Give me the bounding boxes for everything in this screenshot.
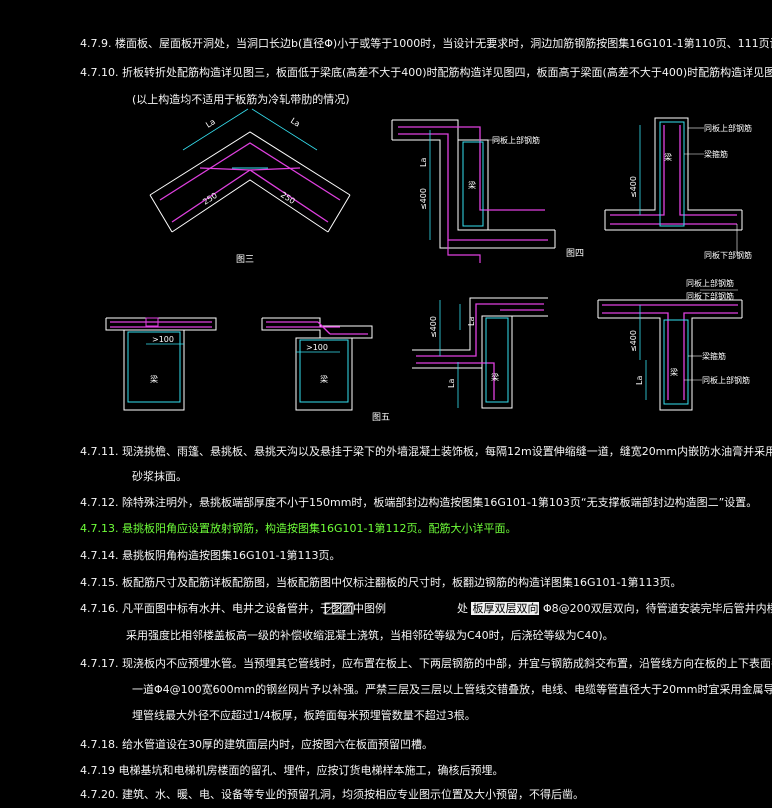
note-4-7-18: 4.7.18. 给水管道设在30厚的建筑面层内时，应按图六在板面预留凹槽。 [80,738,433,751]
fig5c-bar1 [416,303,544,357]
fig4a-hook [447,240,481,263]
fig3-slab-bottom [171,179,329,233]
figure-5-a: >100 梁 [105,317,217,411]
fig3-break-right [327,194,351,233]
note-4-7-17-cont2: 埋管线最大外径不应超过1/4板厚，板跨面每米预埋管数量不超过3根。 [132,709,476,722]
fig4a-dim: ≤400 [419,188,428,210]
fig5d-leader3: 梁箍筋 [702,351,726,361]
note-4-7-10-remark: (以上构造均不适用于板筋为冷轧带肋的情况) [132,93,350,106]
fig5c-beam [481,315,513,409]
note-4-7-12: 4.7.12. 除特殊注明外，悬挑板端部厚度不小于150mm时，板端部封边构造按… [80,496,758,509]
fig5d-bot-bar [602,312,669,400]
fig5d-stirrup [663,319,689,405]
fig5a-stirrup [127,331,181,403]
fig3-la-right: La [289,116,302,129]
note-4-7-13: 4.7.13. 悬挑板阳角应设置放射钢筋，构造按图集16G101-1第112页。… [80,522,517,535]
note-4-7-14: 4.7.14. 悬挑板阴角构造按图集16G101-1第113页。 [80,549,341,562]
fig4a-beam-label: 梁 [468,181,476,190]
fig5a-beam-label: 梁 [150,375,158,384]
note-4-7-16-a: 4.7.16. 凡平面图中标有水井、电井之设备管井，于图面中图例 [80,602,386,615]
note-4-7-11-cont: 砂浆抹面。 [132,470,187,483]
fig3-caption: 图三 [236,254,254,265]
note-4-7-16-cont: 采用强度比相邻楼盖板高一级的补偿收缩混凝土浇筑，当相邻砼等级为C40时，后浇砼等… [126,629,614,642]
fig4a-stirrup [462,141,484,227]
fig3-dim-250-right: 250 [279,190,297,206]
fig5b-stirrup [299,339,349,403]
figure-5-c: ≤400 La La 梁 [412,297,548,409]
fig4b-leader1: 同板上部钢筋 [704,123,752,133]
fig4a-top-bar [398,126,545,211]
fig4a-leader: 同板上部钢筋 [492,135,540,145]
note-4-7-16-c: Φ8@200双层双向，待管道安装完毕后管井内楼板(厚100mm) [542,602,772,615]
note-4-7-16: 4.7.16. 凡平面图中标有水井、电井之设备管井，于图面中图例 处 板厚双层双… [80,602,772,616]
legend-hatch-symbol [324,602,354,615]
note-4-7-9: 4.7.9. 楼面板、屋面板开洞处，当洞口长边b(直径Φ)小于或等于1000时，… [80,37,772,50]
note-4-7-19: 4.7.19 电梯基坑和电梯机房楼面的留孔、埋件，应按订货电梯样本施工，确核后预… [80,764,504,777]
note-4-7-17-cont1: 一道Φ4@100宽600mm的钢丝网片予以补强。严禁三层及三层以上管线交错叠放，… [132,683,772,696]
fig5d-la: La [635,376,644,385]
figure-4-right: ≤400 梁 同板上部钢筋 梁箍筋 同板下部钢筋 图四 [566,117,752,260]
fig3-dim-left [182,108,249,151]
fig4b-top-bar [610,125,665,216]
fig3-slab-top [149,131,351,196]
fig3-la-left: La [204,117,217,130]
fig3-break-left [149,194,173,233]
fig5d-beam: 梁 [670,368,678,377]
fig4b-beam: 梁 [664,153,672,162]
fig4b-top-bar-r [679,125,737,216]
figure-4-left: ≤400 La 同板上部钢筋 梁 [391,119,556,263]
fig4b-leader3: 同板下部钢筋 [704,250,752,260]
fig4-caption: 图四 [566,248,584,259]
fig4b-leader2: 梁箍筋 [704,149,728,159]
fig5d-leader1: 同板上部钢筋 [686,278,734,288]
fig5a-beam [123,329,185,411]
note-4-7-16-b: 处 [456,602,468,615]
note-4-7-16-highlight: 板厚双层双向 [471,602,540,615]
fig3-dim-right [251,108,318,151]
fig5b-beam-label: 梁 [320,375,328,384]
fig3-top-bar [159,142,341,201]
fig5c-la1: La [447,379,456,388]
fig5d-leader4: 同板上部钢筋 [702,375,750,385]
figure-5-b: >100 梁 [261,317,373,411]
note-4-7-11: 4.7.11. 现浇挑檐、雨篷、悬挑板、悬挑天沟以及悬挂于梁下的外墙混凝土装饰板… [80,445,772,458]
fig5b-beam [295,337,353,411]
fig5d-leader2: 同板下部钢筋 [686,291,734,301]
fig5c-la2: La [467,317,476,326]
figure-3: La La 250 250 图三 [149,108,351,265]
note-4-7-15: 4.7.15. 板配筋尺寸及配筋详板配筋图，当板配筋图中仅标注翻板的尺寸时，板翻… [80,576,682,589]
fig5b-dim: >100 [306,343,328,352]
fig5c-beam-label: 梁 [491,373,499,382]
fig5d-dim: ≤400 [629,330,638,352]
fig4a-la: La [419,158,428,167]
fig5a-dim: >100 [152,335,174,344]
fig5c-stirrup [485,317,509,403]
note-4-7-20: 4.7.20. 建筑、水、暖、电、设备等专业的预留孔洞，均须按相应专业图示位置及… [80,788,584,801]
fig5-caption: 图五 [372,412,390,423]
fig4b-dim: ≤400 [629,176,638,198]
fig4b-stirrup [659,121,685,227]
fig5c-dim: ≤400 [429,316,438,338]
fig5d-bot-bar-r [683,312,738,400]
fig3-bottom-bar-b [199,167,329,223]
note-4-7-10: 4.7.10. 折板转折处配筋构造详见图三，板面低于梁底(高差不大于400)时配… [80,66,772,79]
fig4a-beam [457,139,489,231]
fig5c-bar2 [416,362,495,400]
note-4-7-17: 4.7.17. 现浇板内不应预埋水管。当预埋其它管线时，应布置在板上、下两层钢筋… [80,657,772,670]
fig4a-bot-bar [398,133,548,241]
figure-5-d: ≤400 La 梁 同板上部钢筋 同板下部钢筋 梁箍筋 同板上部钢筋 [597,278,750,411]
